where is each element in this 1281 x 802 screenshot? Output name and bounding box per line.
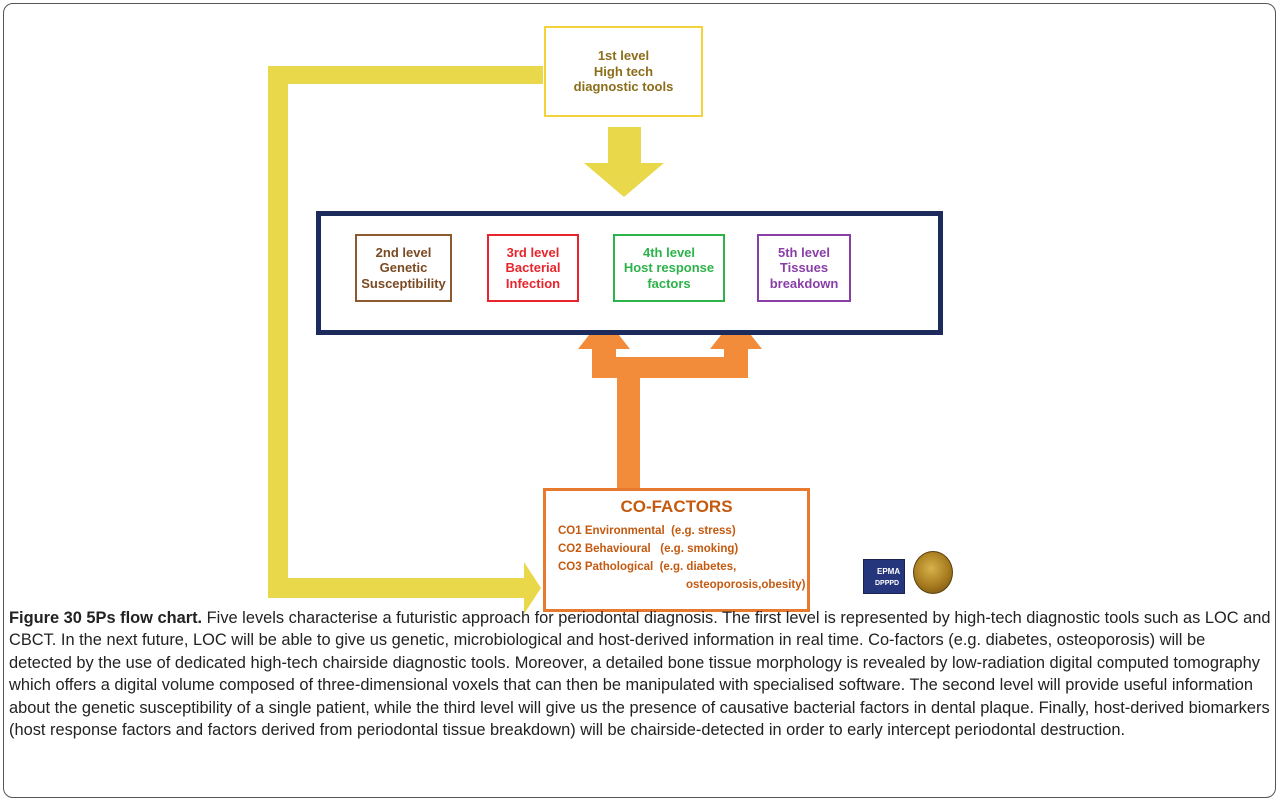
level5-title: 5th level — [777, 244, 831, 260]
level1-line2: High tech — [593, 63, 654, 79]
figure-caption: Figure 30 5Ps flow chart. Five levels ch… — [9, 607, 1271, 741]
level2-box: 2nd level Genetic Susceptibility — [355, 234, 452, 302]
level2-title: 2nd level — [375, 244, 432, 260]
level3-box: 3rd level Bacterial Infection — [487, 234, 579, 302]
level4-line3: factors — [647, 275, 691, 291]
caption-label: Figure 30 5Ps flow chart. — [9, 609, 203, 627]
level1-title: 1st level — [597, 48, 650, 64]
level2-line3: Susceptibility — [361, 275, 446, 291]
yellow-feedback-arrow — [268, 66, 543, 614]
level4-line2: Host response — [623, 260, 715, 276]
cofactors-title: CO-FACTORS — [620, 497, 733, 516]
epma-logo-subtext: DPPPD — [875, 580, 900, 587]
level4-title: 4th level — [642, 244, 696, 260]
level3-line3: Infection — [505, 275, 561, 291]
epma-logo: EPMA DPPPD — [863, 559, 905, 594]
cofactor-behavioural: CO2 Behavioural (e.g. smoking) — [558, 543, 739, 555]
figure-frame — [3, 3, 1276, 798]
gold-medal-logo — [913, 551, 953, 594]
level5-line2: Tissues — [779, 260, 829, 276]
level2-line2: Genetic — [379, 260, 428, 276]
level3-line2: Bacterial — [505, 260, 561, 276]
level1-line3: diagnostic tools — [573, 79, 674, 95]
cofactors-box: CO-FACTORS CO1 Environmental (e.g. stres… — [543, 488, 810, 612]
level1-box: 1st level High tech diagnostic tools — [544, 26, 703, 117]
epma-logo-text: EPMA — [877, 567, 901, 576]
caption-text: Five levels characterise a futuristic ap… — [9, 609, 1271, 740]
cofactor-pathological: CO3 Pathological (e.g. diabetes, — [558, 561, 737, 573]
level5-box: 5th level Tissues breakdown — [757, 234, 851, 302]
cofactor-pathological-cont: osteoporosis,obesity) — [686, 579, 806, 591]
orange-up-arrows — [578, 316, 762, 488]
yellow-down-arrow — [584, 127, 664, 197]
cofactor-environmental: CO1 Environmental (e.g. stress) — [558, 525, 736, 537]
level4-box: 4th level Host response factors — [613, 234, 725, 302]
level3-title: 3rd level — [506, 244, 560, 260]
level5-line3: breakdown — [769, 275, 839, 291]
